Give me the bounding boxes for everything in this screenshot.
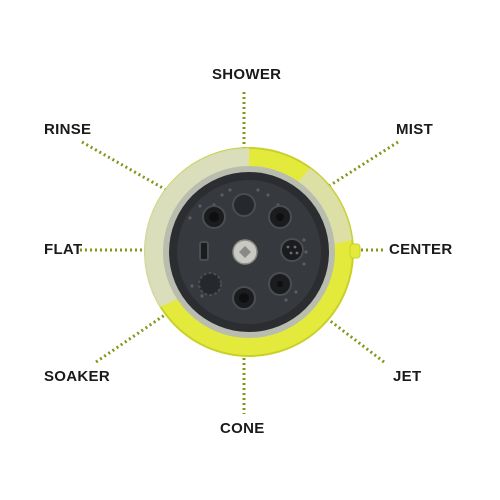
label-flat: FLAT <box>44 241 83 258</box>
label-shower: SHOWER <box>212 66 282 83</box>
hole-flat <box>199 241 209 261</box>
hole-soaker <box>198 272 222 296</box>
label-mist: MIST <box>396 121 434 138</box>
label-jet: JET <box>393 368 422 385</box>
label-soaker: SOAKER <box>44 368 110 385</box>
hole-shower <box>232 193 256 217</box>
label-cone: CONE <box>220 420 265 437</box>
label-rinse: RINSE <box>44 121 92 138</box>
nozzle-grip-shade <box>144 147 249 307</box>
nozzle-tab <box>349 243 361 259</box>
hole-center <box>280 238 304 262</box>
nozzle-head <box>144 147 361 357</box>
label-center: CENTER <box>389 241 453 258</box>
leader-line-jet <box>281 282 385 364</box>
